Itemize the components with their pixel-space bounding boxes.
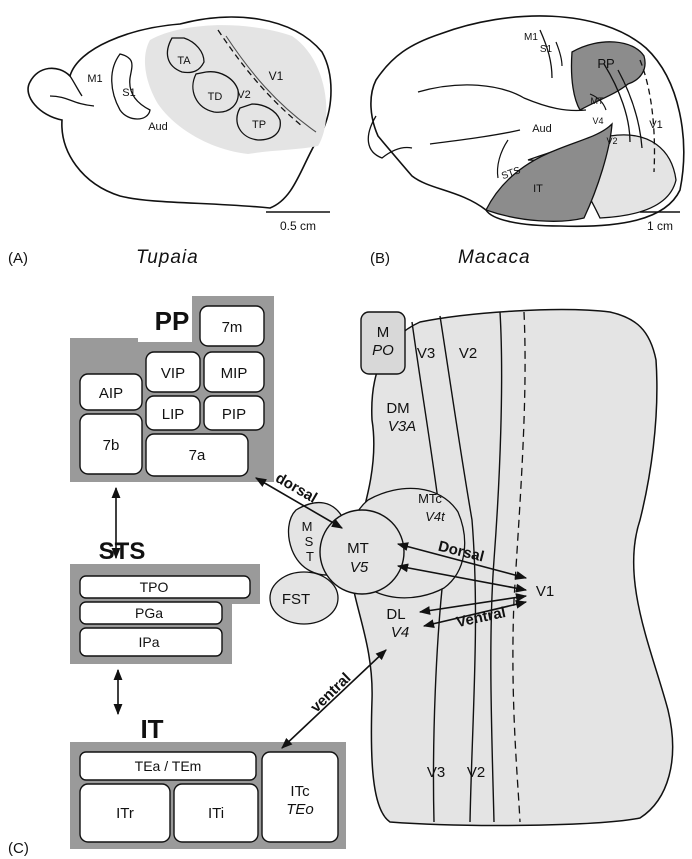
tupaia-label-ta: TA [177,55,191,67]
label-7m: 7m [222,319,243,336]
label-po: PO [372,342,394,359]
tupaia-label-td: TD [208,91,223,103]
label-mst-m: M [302,519,313,534]
tupaia-label-s1: S1 [122,87,135,99]
macaca-label-v4: V4 [592,116,603,126]
macaca-label-m1: M1 [524,32,538,43]
label-mip: MIP [221,365,248,382]
label-tpo: TPO [140,579,169,595]
panel-a-species: Tupaia [136,247,199,268]
label-dm: DM [386,400,409,417]
label-7a: 7a [189,447,206,464]
label-v3-bottom: V3 [427,764,445,781]
tupaia-label-v1: V1 [269,69,284,83]
label-teo: TEo [286,801,314,818]
sts-title: STS [99,538,146,565]
panel-c-diagram: M PO V3 V2 DM V3A MTc V4t M S T MT V5 FS… [8,296,673,857]
label-v4t: V4t [425,509,446,524]
it-title: IT [140,714,163,744]
macaca-label-s1: S1 [540,44,553,55]
macaca-label-it: IT [533,183,543,195]
label-itc: ITc [290,783,310,800]
tupaia-label-aud: Aud [148,121,168,133]
label-mt: MT [347,540,369,557]
panel-b-label: (B) [370,250,390,267]
label-v5: V5 [350,559,369,576]
tupaia-label-tp: TP [252,119,266,131]
macaca-label-pp: PP [597,56,614,71]
label-v2-top: V2 [459,345,477,362]
label-v1: V1 [536,583,554,600]
label-m: M [377,324,390,341]
label-mst-t: T [306,549,314,564]
label-mst-s: S [305,534,314,549]
label-ipa: IPa [138,634,159,650]
panel-c-label: (C) [8,840,29,857]
panel-b-species: Macaca [458,247,531,268]
panel-b-macaca-brain: M1 S1 PP MT V4 Aud STS IT V2 V1 1 cm (B)… [368,16,683,268]
label-vip: VIP [161,365,185,382]
label-v2-bottom: V2 [467,764,485,781]
label-tea-tem: TEa / TEm [135,758,202,774]
label-mtc: MTc [418,491,442,506]
label-iti: ITi [208,805,224,822]
macaca-label-aud: Aud [532,123,552,135]
macaca-label-v1: V1 [649,119,662,131]
stream-label-ventral-lower: ventral [307,670,354,716]
panel-a-tupaia-brain: M1 S1 Aud TA TD V2 TP V1 0.5 cm (A) Tupa… [8,17,331,268]
label-pga: PGa [135,605,163,621]
label-pip: PIP [222,406,246,423]
label-aip: AIP [99,385,123,402]
tupaia-label-v2: V2 [237,89,250,101]
label-dl: DL [386,606,405,623]
macaca-label-mt: MT [591,96,604,106]
label-v3-top: V3 [417,345,435,362]
label-lip: LIP [162,406,185,423]
panel-a-label: (A) [8,250,28,267]
macaca-label-v2: V2 [606,136,617,146]
tupaia-label-m1: M1 [87,73,102,85]
tupaia-scale-label: 0.5 cm [280,219,316,233]
label-v3a: V3A [388,418,416,435]
label-v4: V4 [391,624,409,641]
label-itr: ITr [116,805,134,822]
label-fst: FST [282,591,310,608]
label-7b: 7b [103,437,120,454]
pp-title: PP [155,306,190,336]
macaca-scale-label: 1 cm [647,219,673,233]
